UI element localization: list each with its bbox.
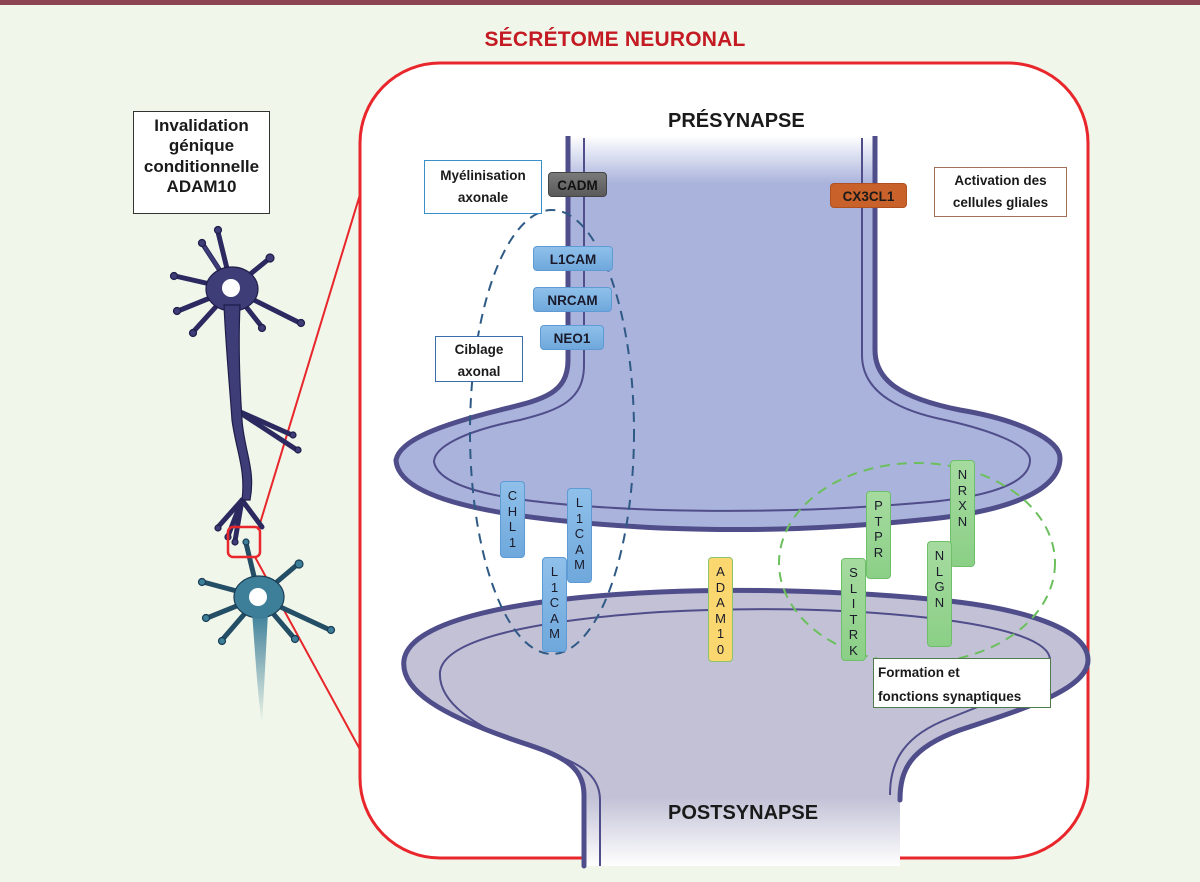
- presynapse-label: PRÉSYNAPSE: [668, 110, 805, 132]
- label-line: axonale: [457, 189, 509, 205]
- letter: M: [549, 626, 560, 641]
- myelination-label: Myélinisation axonale: [424, 160, 542, 214]
- letter: R: [848, 627, 859, 642]
- label-line: axonal: [457, 363, 501, 379]
- axonal-targeting-label: Ciblage axonal: [435, 336, 523, 382]
- neuron-postsynaptic: [197, 538, 336, 725]
- letter: L: [575, 495, 584, 510]
- letter: R: [873, 544, 884, 560]
- label-line: Myélinisation: [440, 168, 526, 183]
- letter: P: [874, 529, 883, 544]
- letter: N: [934, 594, 945, 610]
- glial-activation-label: Activation des cellules gliales: [934, 167, 1067, 217]
- letter: X: [958, 498, 967, 513]
- letter: M: [574, 557, 585, 572]
- letter: A: [716, 595, 725, 610]
- letter: I: [851, 596, 856, 611]
- label-line: Invalidation: [154, 116, 249, 135]
- protein-cadm: CADM: [548, 172, 607, 197]
- label-line: Activation des: [954, 173, 1047, 188]
- letter: 1: [575, 510, 584, 526]
- axonal-targeting-group: [469, 209, 635, 655]
- protein-nrcam: NRCAM: [533, 287, 612, 312]
- letter: C: [507, 488, 518, 503]
- letter: S: [849, 565, 858, 580]
- letter: 1: [550, 579, 559, 595]
- letter: A: [550, 610, 559, 626]
- letter: N: [934, 548, 945, 563]
- letter: 0: [716, 641, 725, 657]
- label-line: ADAM10: [166, 177, 237, 197]
- protein-l1cam-axon: L1CAM: [533, 246, 613, 271]
- letter: L: [508, 519, 517, 534]
- protein-neo1: NEO1: [540, 325, 604, 350]
- label-line: conditionnelle: [143, 156, 260, 176]
- zoom-connector-lines: [254, 154, 373, 756]
- letter: L: [935, 563, 944, 579]
- protein-cx3cl1: CX3CL1: [830, 183, 907, 208]
- letter: A: [575, 541, 584, 557]
- label-line: Formation et: [878, 665, 960, 680]
- neuron-presynaptic: [169, 225, 306, 546]
- letter: M: [715, 610, 726, 626]
- label-line: cellules gliales: [952, 194, 1049, 210]
- letter: N: [957, 467, 968, 482]
- letter: T: [849, 611, 858, 627]
- adam10-knockout-label: Invalidation génique conditionnelle ADAM…: [133, 111, 270, 214]
- letter: R: [957, 482, 968, 498]
- letter: L: [849, 580, 858, 596]
- letter: C: [549, 595, 560, 610]
- letter: N: [957, 513, 968, 529]
- letter: T: [874, 513, 883, 529]
- figure-title: SÉCRÉTOME NEURONAL: [484, 28, 746, 51]
- synaptic-formation-label: Formation et fonctions synaptiques: [873, 658, 1051, 708]
- letter: 1: [508, 534, 517, 550]
- label-line: génique: [168, 136, 235, 156]
- letter: H: [507, 503, 518, 519]
- letter: L: [550, 564, 559, 579]
- top-border-bar: [0, 0, 1200, 5]
- label-line: fonctions synaptiques: [878, 688, 1022, 704]
- letter: A: [716, 564, 725, 579]
- letter: C: [574, 526, 585, 541]
- postsynapse-label: POSTSYNAPSE: [668, 802, 819, 824]
- letter: G: [934, 579, 945, 594]
- letter: P: [874, 498, 883, 513]
- presynapse-terminal: [393, 136, 1063, 533]
- zoom-region-marker: [226, 525, 262, 559]
- letter: 1: [716, 626, 725, 641]
- letter: K: [849, 642, 858, 658]
- label-line: Ciblage: [454, 342, 504, 357]
- letter: D: [715, 579, 726, 595]
